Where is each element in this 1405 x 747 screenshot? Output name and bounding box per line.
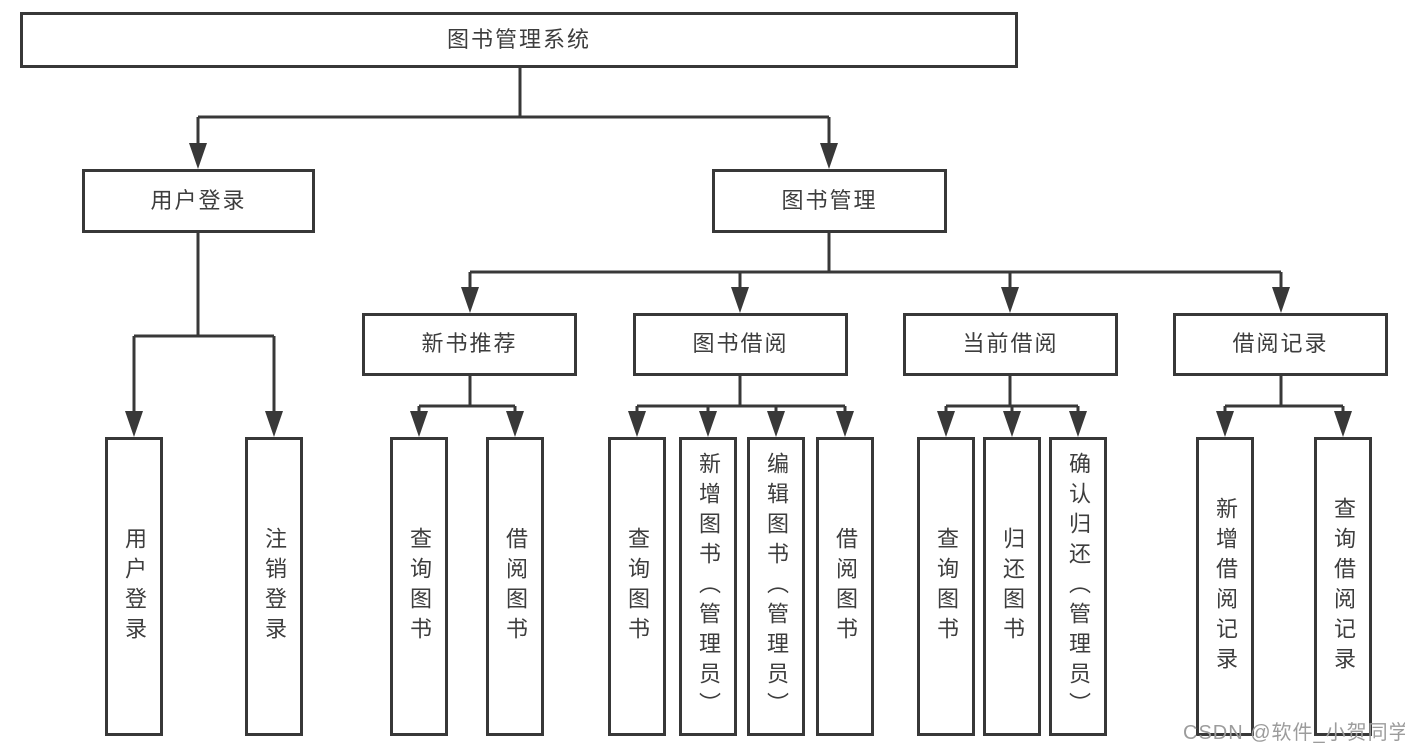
node-label: 当前借阅	[962, 331, 1059, 357]
leaf-current-return-books: 归还图书	[983, 437, 1041, 736]
leaf-record-add-borrow-record: 新增借阅记录	[1196, 437, 1254, 736]
node-label: 用户登录	[150, 187, 247, 213]
node-label: 查询图书	[407, 526, 432, 647]
node-book-borrow: 图书借阅	[633, 313, 848, 376]
leaf-borrow-query-books: 查询图书	[608, 437, 666, 736]
node-label: 查询图书	[625, 526, 650, 647]
node-label: 图书管理系统	[446, 26, 591, 52]
node-label: 新增图书（管理员）	[696, 451, 721, 722]
node-label: 查询图书	[934, 526, 959, 647]
leaf-borrow-borrow-books: 借阅图书	[816, 437, 874, 736]
node-label: 查询借阅记录	[1331, 496, 1356, 677]
node-label: 确认归还（管理员）	[1066, 451, 1091, 722]
leaf-borrow-edit-books-admin: 编辑图书（管理员）	[747, 437, 805, 736]
node-label: 借阅图书	[503, 526, 528, 647]
leaf-record-query-borrow-record: 查询借阅记录	[1314, 437, 1372, 736]
node-label: 归还图书	[1000, 526, 1025, 647]
node-label: 编辑图书（管理员）	[764, 451, 789, 722]
leaf-current-query-books: 查询图书	[917, 437, 975, 736]
node-label: 借阅图书	[833, 526, 858, 647]
node-label: 新增借阅记录	[1213, 496, 1238, 677]
node-new-book-recommend: 新书推荐	[362, 313, 577, 376]
leaf-borrow-add-books-admin: 新增图书（管理员）	[679, 437, 737, 736]
node-label: 图书管理	[781, 187, 878, 213]
leaf-recommend-query-books: 查询图书	[390, 437, 448, 736]
node-label: 借阅记录	[1232, 331, 1329, 357]
node-borrow-record: 借阅记录	[1173, 313, 1388, 376]
node-root-system: 图书管理系统	[20, 12, 1018, 68]
csdn-watermark: CSDN @软件_小贺同学	[1183, 722, 1405, 744]
node-user-login-branch: 用户登录	[82, 169, 315, 233]
node-label: 图书借阅	[692, 331, 789, 357]
leaf-recommend-borrow-books: 借阅图书	[486, 437, 544, 736]
node-label: 新书推荐	[421, 331, 518, 357]
leaf-user-login: 用户登录	[105, 437, 163, 736]
node-current-borrow: 当前借阅	[903, 313, 1118, 376]
leaf-current-confirm-return-admin: 确认归还（管理员）	[1049, 437, 1107, 736]
node-label: 注销登录	[262, 526, 287, 647]
node-label: 用户登录	[122, 526, 147, 647]
leaf-logout: 注销登录	[245, 437, 303, 736]
node-book-management-branch: 图书管理	[712, 169, 947, 233]
